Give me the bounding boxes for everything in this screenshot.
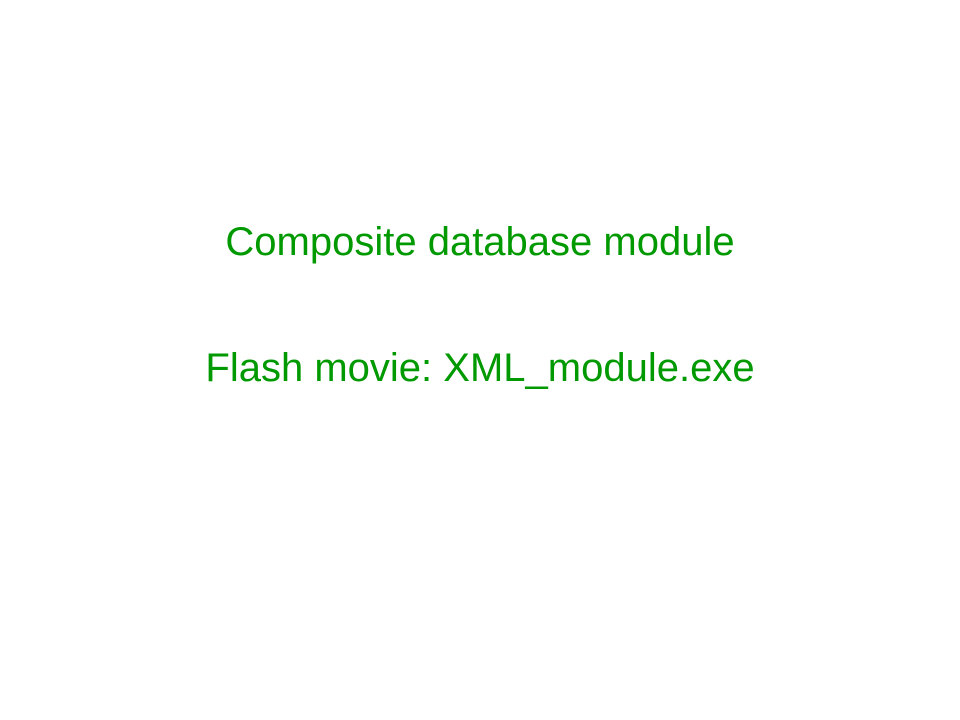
slide-title: Composite database module [225, 220, 735, 264]
slide-subtitle: Flash movie: XML_module.exe [205, 346, 755, 390]
